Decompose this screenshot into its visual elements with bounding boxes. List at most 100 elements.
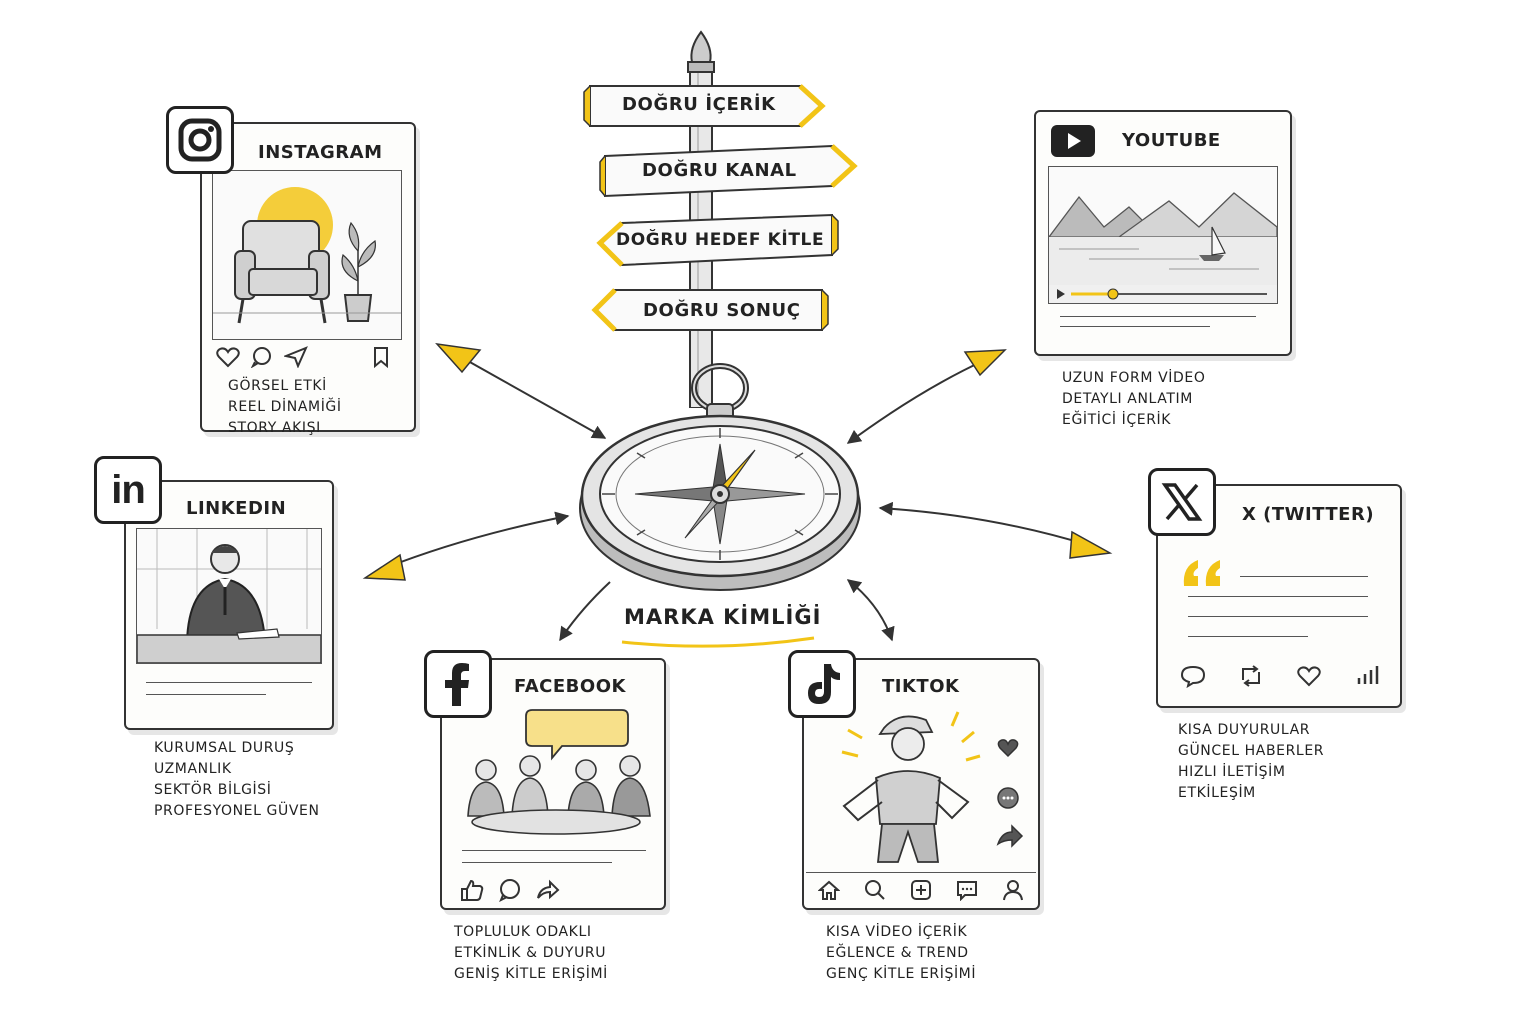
arrow-linkedin	[384, 511, 570, 569]
arrow-tiktok	[846, 579, 895, 642]
youtube-card: YOUTUBE	[1034, 110, 1292, 356]
tiktok-features: KISA VİDEO İÇERİK EĞLENCE & TREND GENÇ K…	[826, 922, 976, 985]
sign-right-audience: DOĞRU HEDEF KİTLE	[616, 230, 825, 250]
linkedin-logo-icon: in	[94, 456, 162, 524]
bookmark-icon[interactable]	[372, 346, 390, 368]
feature-item: GÜNCEL HABERLER	[1178, 743, 1325, 759]
tiktok-logo-icon	[788, 650, 856, 718]
arrowhead-instagram	[435, 342, 482, 374]
comment-icon[interactable]	[498, 878, 522, 902]
group-meeting-illustration	[467, 709, 651, 835]
reply-icon[interactable]	[1180, 664, 1206, 688]
feature-item: EĞLENCE & TREND	[826, 945, 969, 961]
linkedin-title: LINKEDIN	[186, 498, 287, 519]
home-icon[interactable]	[818, 879, 840, 901]
thumbs-up-icon[interactable]	[460, 878, 484, 902]
feature-item: UZUN FORM VİDEO	[1062, 370, 1206, 386]
linkedin-features: KURUMSAL DURUŞ UZMANLIK SEKTÖR BİLGİSİ P…	[154, 738, 320, 822]
inbox-icon[interactable]	[956, 879, 978, 901]
youtube-features: UZUN FORM VİDEO DETAYLI ANLATIM EĞİTİCİ …	[1062, 368, 1205, 431]
mountain-lake-illustration	[1049, 192, 1277, 303]
armchair-plant-illustration	[213, 187, 401, 324]
profile-icon[interactable]	[1002, 879, 1024, 901]
analytics-icon[interactable]	[1354, 664, 1380, 688]
feature-item: GÖRSEL ETKİ	[228, 378, 327, 394]
twitter-actions	[1180, 664, 1380, 688]
youtube-video-player[interactable]	[1048, 166, 1278, 304]
x-logo-icon	[1148, 468, 1216, 536]
share-icon[interactable]	[536, 878, 560, 902]
youtube-title: YOUTUBE	[1122, 130, 1221, 151]
facebook-actions	[460, 878, 560, 902]
feature-item: GENİŞ KİTLE ERİŞİMİ	[454, 966, 608, 982]
feature-item: KISA VİDEO İÇERİK	[826, 924, 968, 940]
post-text-line	[462, 850, 646, 851]
retweet-icon[interactable]	[1238, 664, 1264, 688]
feature-item: PROFESYONEL GÜVEN	[154, 803, 320, 819]
tweet-text-line	[1188, 616, 1368, 617]
tiktok-bottom-nav	[806, 872, 1036, 907]
youtube-logo-icon	[1051, 125, 1095, 157]
arrowhead-twitter	[1069, 530, 1113, 559]
facebook-features: TOPLULUK ODAKLI ETKİNLİK & DUYURU GENİŞ …	[454, 922, 608, 985]
tiktok-title: TIKTOK	[882, 676, 960, 697]
linkedin-card: LINKEDIN	[124, 480, 334, 730]
heart-icon[interactable]	[216, 346, 240, 368]
businessman-illustration	[137, 529, 321, 663]
feature-item: UZMANLIK	[154, 761, 232, 777]
facebook-logo-icon	[424, 650, 492, 718]
instagram-post-image	[212, 170, 402, 340]
feature-item: DETAYLI ANLATIM	[1062, 391, 1193, 407]
signpost: DOĞRU İÇERİK DOĞRU KANAL DOĞRU HEDEF KİT…	[570, 28, 870, 408]
share-icon[interactable]	[284, 346, 308, 368]
video-caption-line	[1060, 316, 1256, 317]
feature-item: TOPLULUK ODAKLI	[454, 924, 592, 940]
arrowhead-linkedin	[362, 553, 406, 581]
linkedin-post-image	[136, 528, 322, 664]
search-icon[interactable]	[864, 879, 886, 901]
feature-item: SEKTÖR BİLGİSİ	[154, 782, 272, 798]
feature-item: HIZLI İLETİŞİM	[1178, 764, 1286, 780]
video-caption-line	[1060, 326, 1210, 327]
feature-item: EĞİTİCİ İÇERİK	[1062, 412, 1172, 428]
arrowhead-youtube	[963, 349, 1007, 377]
compass-icon	[579, 363, 861, 591]
tiktok-video[interactable]	[808, 702, 1034, 868]
instagram-logo-icon	[166, 106, 234, 174]
post-text-line	[146, 694, 266, 695]
twitter-features: KISA DUYURULAR GÜNCEL HABERLER HIZLI İLE…	[1178, 720, 1324, 804]
facebook-post-image	[452, 704, 652, 838]
instagram-actions	[216, 346, 402, 368]
arrow-facebook	[559, 581, 611, 642]
feature-item: KISA DUYURULAR	[1178, 722, 1311, 738]
tweet-text-line	[1188, 636, 1308, 637]
comment-icon[interactable]	[250, 346, 274, 368]
facebook-title: FACEBOOK	[514, 676, 626, 697]
sign-right-content: DOĞRU İÇERİK	[622, 94, 776, 115]
like-icon[interactable]	[1296, 664, 1322, 688]
post-text-line	[146, 682, 312, 683]
instagram-features: GÖRSEL ETKİ REEL DİNAMİĞİ STORY AKIŞI	[228, 376, 342, 439]
signpost-graphic	[583, 30, 858, 408]
create-icon[interactable]	[910, 879, 932, 901]
feature-item: KURUMSAL DURUŞ	[154, 740, 295, 756]
feature-item: ETKİNLİK & DUYURU	[454, 945, 607, 961]
instagram-card: INSTAGRAM GÖRSEL ETKİ REEL DİNAMİĞİ STOR…	[200, 122, 416, 436]
tweet-text-line	[1188, 596, 1368, 597]
post-text-line	[462, 862, 612, 863]
sign-right-channel: DOĞRU KANAL	[642, 160, 797, 181]
feature-item: STORY AKIŞI	[228, 420, 321, 436]
dancer-illustration	[841, 711, 1024, 863]
twitter-title: X (TWITTER)	[1242, 504, 1375, 525]
brand-identity-label: MARKA KİMLİĞİ	[624, 605, 822, 629]
arrow-youtube	[846, 359, 986, 444]
instagram-title: INSTAGRAM	[258, 142, 383, 163]
feature-item: REEL DİNAMİĞİ	[228, 399, 342, 415]
feature-item: ETKİLEŞİM	[1178, 785, 1256, 801]
compass	[575, 360, 865, 600]
sign-right-result: DOĞRU SONUÇ	[643, 300, 801, 321]
feature-item: GENÇ KİTLE ERİŞİMİ	[826, 966, 977, 982]
arrow-twitter	[878, 501, 1089, 546]
brand-identity-underline	[621, 636, 815, 648]
